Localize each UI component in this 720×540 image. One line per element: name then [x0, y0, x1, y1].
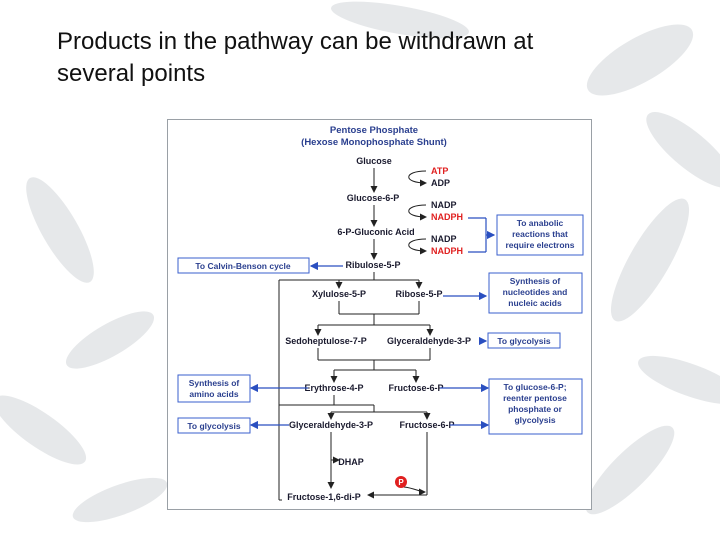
box-reenter-line-4: glycolysis — [514, 415, 555, 425]
phosphate-label: P — [398, 478, 404, 487]
box-calvin-benson: To Calvin-Benson cycle — [195, 261, 291, 271]
pentose-phosphate-diagram: Pentose Phosphate (Hexose Monophosphate … — [167, 119, 592, 510]
box-nucleotides-line-3: nucleic acids — [508, 298, 562, 308]
node-fructose-6-p-1: Fructose-6-P — [388, 383, 443, 393]
cofactor-nadph-1: NADPH — [431, 212, 463, 222]
cofactor-nadph-2: NADPH — [431, 246, 463, 256]
node-xylulose-5-p: Xylulose-5-P — [312, 289, 366, 299]
box-nucleotides-line-1: Synthesis of — [510, 276, 561, 286]
pathway-svg: Pentose Phosphate (Hexose Monophosphate … — [177, 125, 584, 502]
box-anabolic-line-2: reactions that — [512, 229, 568, 239]
slide-title: Products in the pathway can be withdrawn… — [57, 26, 657, 90]
node-sedoheptulose-7-p: Sedoheptulose-7-P — [285, 336, 367, 346]
box-to-glycolysis-left: To glycolysis — [187, 421, 240, 431]
diagram-title-1: Pentose Phosphate — [330, 125, 418, 136]
node-glucose-6-p: Glucose-6-P — [347, 193, 400, 203]
node-erythrose-4-p: Erythrose-4-P — [304, 383, 363, 393]
box-anabolic-line-3: require electrons — [506, 240, 575, 250]
phosphate-circle — [395, 476, 407, 488]
box-reenter-line-2: reenter pentose — [503, 393, 567, 403]
box-nucleotides-line-2: nucleotides and — [503, 287, 568, 297]
slide-title-line-2: several points — [57, 60, 206, 87]
box-amino-acids-line-2: amino acids — [189, 389, 238, 399]
node-ribose-5-p: Ribose-5-P — [395, 289, 442, 299]
node-fructose-1-6-di-p: Fructose-1,6-di-P — [287, 492, 361, 502]
box-to-glycolysis-right: To glycolysis — [497, 336, 550, 346]
cofactor-nadp-1: NADP — [431, 200, 457, 210]
node-glyceraldehyde-3-p-2: Glyceraldehyde-3-P — [289, 420, 373, 430]
node-6-p-gluconic-acid: 6-P-Gluconic Acid — [337, 227, 414, 237]
node-ribulose-5-p: Ribulose-5-P — [345, 260, 400, 270]
node-glyceraldehyde-3-p-1: Glyceraldehyde-3-P — [387, 336, 471, 346]
node-dhap: DHAP — [338, 457, 364, 467]
box-amino-acids-line-1: Synthesis of — [189, 378, 240, 388]
node-fructose-6-p-2: Fructose-6-P — [399, 420, 454, 430]
box-reenter-line-1: To glucose-6-P; — [503, 382, 566, 392]
slide-title-line-1: Products in the pathway can be withdrawn… — [57, 28, 534, 55]
cofactor-atp: ATP — [431, 166, 448, 176]
cofactor-nadp-2: NADP — [431, 234, 457, 244]
box-reenter-line-3: phosphate or — [508, 404, 563, 414]
cofactor-adp: ADP — [431, 178, 450, 188]
box-anabolic-line-1: To anabolic — [517, 218, 564, 228]
node-glucose: Glucose — [356, 156, 392, 166]
diagram-title-2: (Hexose Monophosphate Shunt) — [301, 137, 447, 148]
